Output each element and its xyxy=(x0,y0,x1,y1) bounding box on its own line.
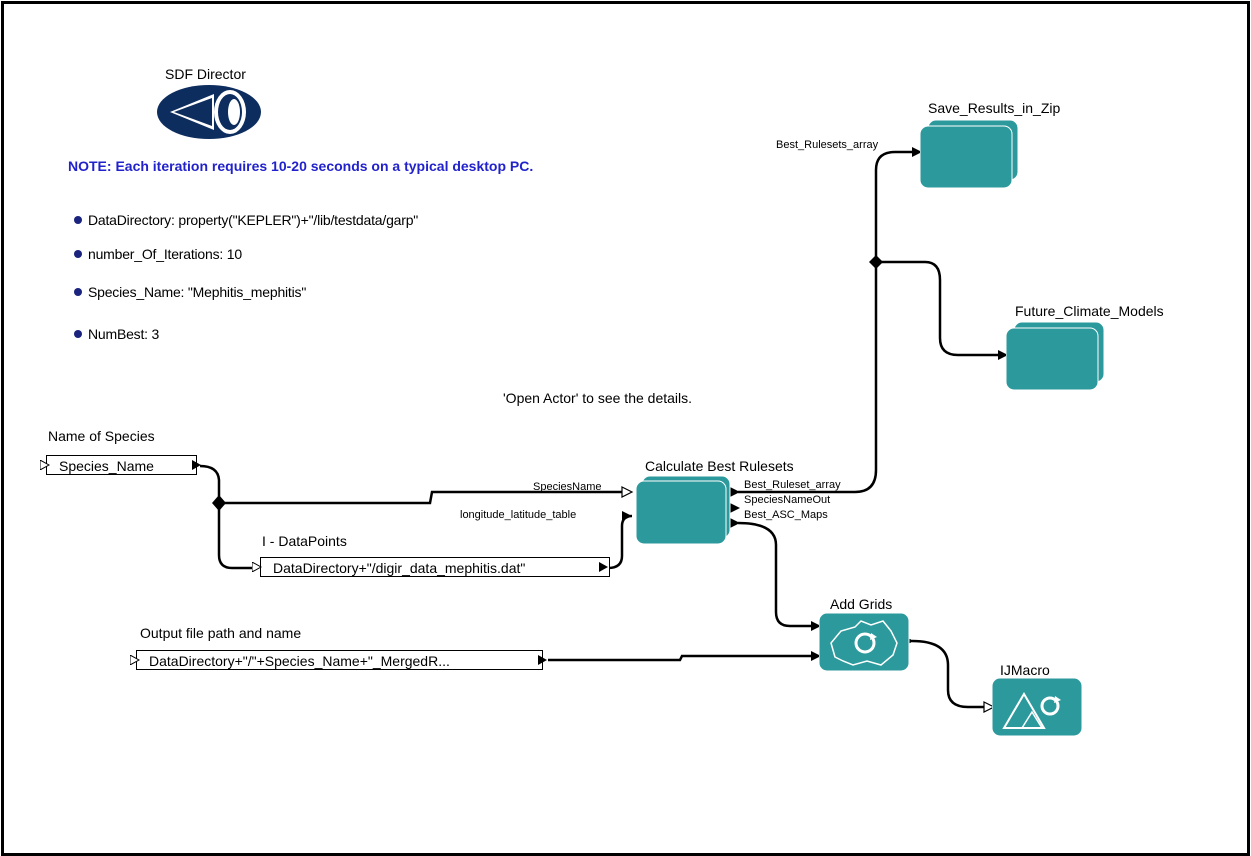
director-label: SDF Director xyxy=(165,66,246,82)
sdf-director-icon[interactable] xyxy=(156,84,262,140)
datapoints-constant-title: I - DataPoints xyxy=(262,533,347,549)
save-actor-title: Save_Results_in_Zip xyxy=(928,100,1061,116)
calc-output-ruleset: Best_Ruleset_array xyxy=(744,479,841,491)
species-constant-title: Name of Species xyxy=(48,428,155,444)
parameter-numbest[interactable]: NumBest: 3 xyxy=(74,326,159,342)
parameter-bullet-icon xyxy=(74,330,82,338)
output-output-port-icon xyxy=(538,655,547,665)
parameter-text: number_Of_Iterations: 10 xyxy=(88,246,242,262)
datapoints-constant-box[interactable]: DataDirectory+"/digir_data_mephitis.dat" xyxy=(260,557,610,577)
addgrids-actor-title: Add Grids xyxy=(830,596,893,612)
output-constant-box[interactable]: DataDirectory+"/"+Species_Name+"_MergedR… xyxy=(136,650,543,670)
calc-actor-title: Calculate Best Rulesets xyxy=(645,458,794,474)
parameter-bullet-icon xyxy=(74,250,82,258)
parameter-text: DataDirectory: property("KEPLER")+"/lib/… xyxy=(88,212,419,228)
calc-input-lonlat: longitude_latitude_table xyxy=(460,509,577,521)
output-constant-title: Output file path and name xyxy=(140,625,302,641)
parameter-species-name[interactable]: Species_Name: "Mephitis_mephitis" xyxy=(74,284,306,300)
calc-output-ascmaps: Best_ASC_Maps xyxy=(744,509,828,521)
addgrids-actor-icon[interactable] xyxy=(819,613,911,673)
calc-input-speciesname: SpeciesName xyxy=(533,481,602,493)
datapoints-output-port-icon xyxy=(599,562,608,572)
species-constant-value: Species_Name xyxy=(59,458,154,474)
output-constant-value: DataDirectory+"/"+Species_Name+"_MergedR… xyxy=(149,653,450,669)
ijmacro-actor-icon[interactable] xyxy=(992,678,1084,738)
parameter-text: NumBest: 3 xyxy=(88,326,160,342)
calc-actor-icon[interactable] xyxy=(636,476,732,546)
species-constant-box[interactable]: Species_Name xyxy=(46,455,197,475)
future-actor-title: Future_Climate_Models xyxy=(1015,303,1164,319)
ijmacro-actor-title: IJMacro xyxy=(1000,662,1050,678)
datapoints-constant-value: DataDirectory+"/digir_data_mephitis.dat" xyxy=(273,560,526,576)
iteration-note: NOTE: Each iteration requires 10-20 seco… xyxy=(68,158,534,174)
species-input-port-icon xyxy=(40,460,50,470)
parameter-bullet-icon xyxy=(74,216,82,224)
open-actor-hint: 'Open Actor' to see the details. xyxy=(503,390,693,406)
parameter-text: Species_Name: "Mephitis_mephitis" xyxy=(88,284,307,300)
output-input-port-icon xyxy=(130,655,140,665)
save-input-label: Best_Rulesets_array xyxy=(776,139,879,151)
save-actor-icon[interactable] xyxy=(920,120,1020,190)
parameter-datadirectory[interactable]: DataDirectory: property("KEPLER")+"/lib/… xyxy=(74,212,418,228)
datapoints-input-port-icon xyxy=(252,562,262,572)
species-output-port-icon xyxy=(192,460,201,470)
calc-output-speciesout: SpeciesNameOut xyxy=(744,494,831,506)
parameter-bullet-icon xyxy=(74,288,82,296)
future-actor-icon[interactable] xyxy=(1006,322,1106,392)
parameter-iterations[interactable]: number_Of_Iterations: 10 xyxy=(74,246,242,262)
